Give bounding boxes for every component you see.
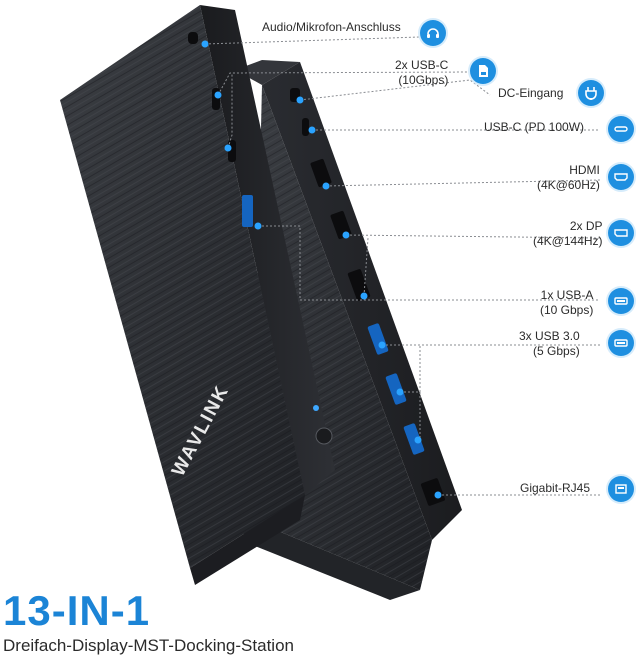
usb-a-icon	[608, 330, 634, 356]
label-dp: 2x DP(4K@144Hz)	[533, 219, 603, 248]
front-unit	[60, 5, 335, 585]
label-dc-in: DC-Eingang	[498, 86, 564, 100]
usb-c-icon	[608, 116, 634, 142]
connector-lines	[204, 36, 601, 496]
power-plug-icon	[578, 80, 604, 106]
label-hdmi: HDMI(4K@60Hz)	[537, 163, 600, 192]
label-usb30: 3x USB 3.0(5 Gbps)	[519, 329, 580, 358]
label-rj45: Gigabit-RJ45	[520, 481, 591, 495]
sd-card-icon	[470, 58, 496, 84]
label-usbc-10g: 2x USB-C(10Gbps)	[395, 58, 449, 87]
subtitle: Dreifach-Display-MST-Docking-Station	[3, 636, 294, 655]
ethernet-icon	[608, 476, 634, 502]
usb-a-icon	[608, 288, 634, 314]
displayport-icon	[608, 220, 634, 246]
label-audio: Audio/Mikrofon-Anschluss	[262, 20, 401, 34]
headline: 13-IN-1	[3, 587, 151, 634]
port-markers	[201, 40, 442, 499]
hdmi-icon	[608, 164, 634, 190]
label-usbc-pd: USB-C (PD 100W)	[484, 120, 585, 134]
headset-icon	[420, 20, 446, 46]
label-usba-10g: 1x USB-A(10 Gbps)	[540, 288, 594, 317]
